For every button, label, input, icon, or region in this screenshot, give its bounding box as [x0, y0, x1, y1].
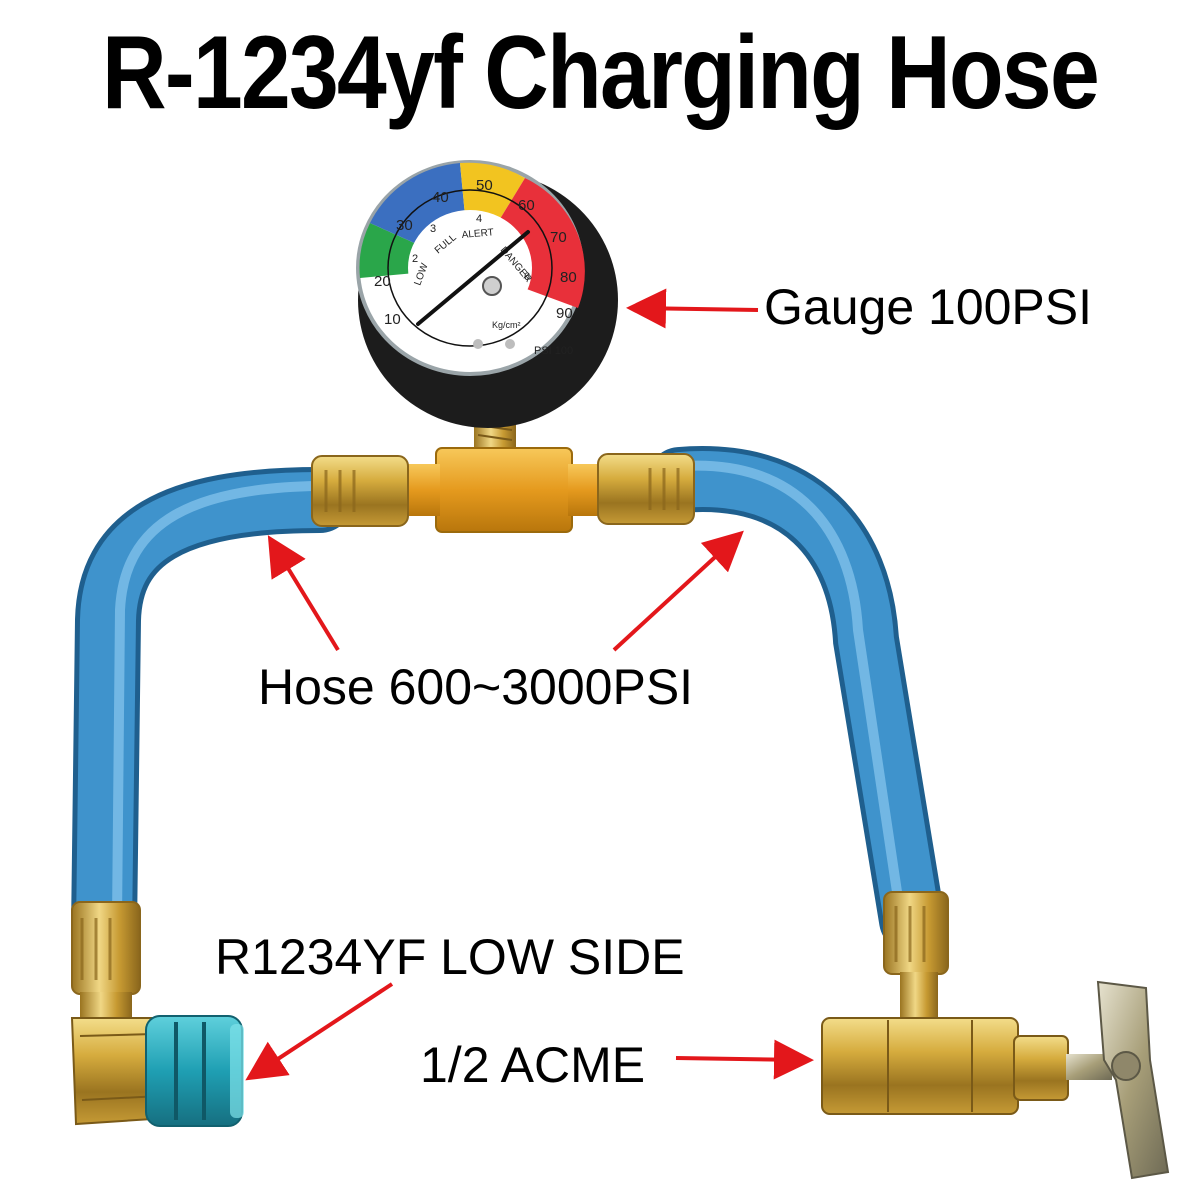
arrow-low-side — [245, 982, 394, 1081]
psi-tick: 20 — [374, 273, 391, 290]
page-title: R-1234yf Charging Hose — [102, 15, 1100, 131]
low-side-label: R1234YF LOW SIDE — [215, 929, 685, 985]
psi-tick: 30 — [396, 217, 413, 234]
arrow-acme — [675, 1039, 814, 1080]
unit-label: Kg/cm² — [492, 320, 521, 330]
right-bottom-ferrule — [883, 891, 949, 975]
hose-label: Hose 600~3000PSI — [258, 659, 694, 715]
gauge-needle — [416, 230, 530, 326]
psi-tick: 60 — [518, 197, 535, 214]
psi-tick: 40 — [432, 189, 449, 206]
wing-nut-handle — [1096, 980, 1170, 1180]
right-ferrule — [597, 453, 695, 525]
arrow-hose-left — [267, 535, 340, 652]
kg-tick: 6 — [524, 271, 530, 283]
tee-right-neck — [568, 464, 600, 516]
psi-label: PSI 100 — [534, 345, 573, 357]
tee-left-neck — [408, 464, 440, 516]
kg-tick: 3 — [430, 223, 436, 235]
psi-tick: 90 — [556, 305, 573, 322]
psi-tick: 10 — [384, 311, 401, 328]
zone-word: ALERT — [461, 227, 494, 241]
acme-label: 1/2 ACME — [420, 1037, 646, 1093]
hose-left-shine — [112, 481, 323, 925]
hose-right-shine — [679, 460, 905, 917]
kg-tick: 2 — [412, 253, 418, 265]
arrow-hose-right — [612, 530, 744, 652]
psi-tick: 70 — [550, 229, 567, 246]
gauge-face: 10 20 30 40 50 60 70 80 90 PSI 100 2 3 4… — [359, 162, 585, 357]
psi-tick: 80 — [560, 269, 577, 286]
acme-valve-body — [821, 1017, 1019, 1115]
gauge-label: Gauge 100PSI — [764, 279, 1093, 335]
arrow-gauge — [626, 288, 759, 329]
kg-tick: 4 — [476, 213, 482, 225]
left-ferrule — [311, 455, 409, 527]
tee-body — [435, 447, 573, 533]
low-side-coupler — [145, 1015, 243, 1127]
psi-tick: 50 — [476, 177, 493, 194]
